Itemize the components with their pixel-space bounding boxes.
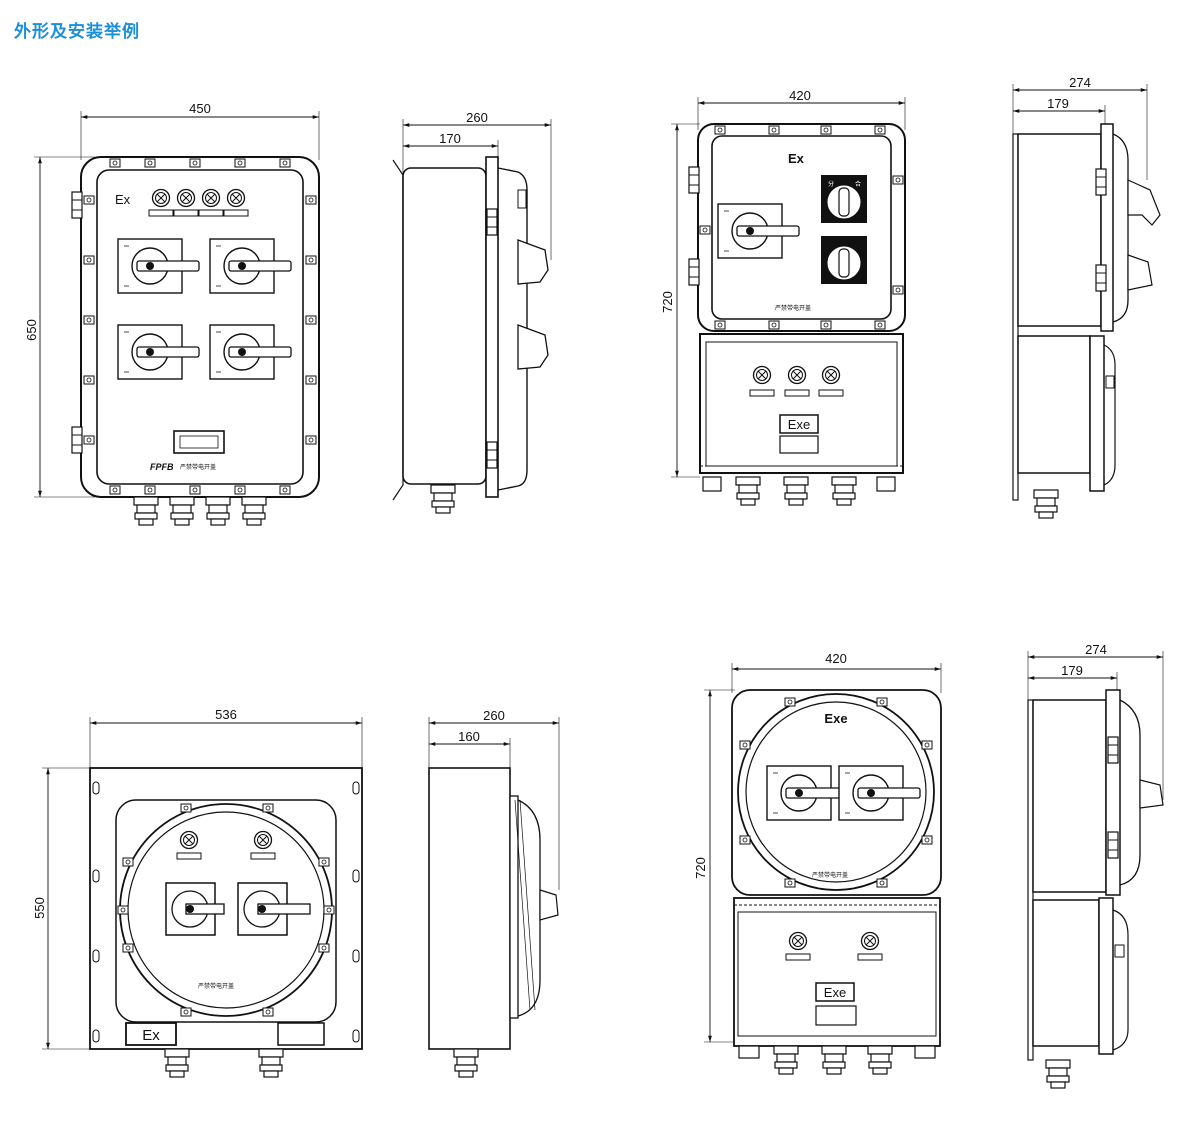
dimension-height: 720 [693, 857, 708, 879]
ex-label: Ex [788, 151, 805, 166]
exe-label: Exe [788, 417, 810, 432]
drawing-4-front: 420 720 Exe 严禁带电开盖 Exe [693, 651, 942, 1075]
dimension-width: 420 [789, 88, 811, 103]
dimension-width: 536 [215, 707, 237, 722]
drawing-3-side: 260 160 [428, 708, 560, 1078]
drawing-2-side: 274 179 [1012, 75, 1161, 519]
ex-label: Ex [115, 192, 131, 207]
drawing-2-front: 420 720 Ex 分 合 严禁带电开盖 Exe [660, 88, 906, 506]
drawing-4-side: 274 179 [1027, 642, 1164, 1089]
exe-label: Exe [824, 985, 846, 1000]
warning-label: 严禁带电开盖 [812, 871, 848, 879]
dimension-width: 420 [825, 651, 847, 666]
dimension-body-depth: 179 [1061, 663, 1083, 678]
page-title: 外形及安装举例 [14, 22, 140, 42]
dimension-height: 650 [24, 319, 39, 341]
warning-label: 严禁带电开盖 [180, 463, 216, 471]
dimension-height: 720 [660, 291, 675, 313]
dimension-total-depth: 260 [466, 110, 488, 125]
cable-glands [133, 496, 267, 526]
dimension-total-depth: 274 [1069, 75, 1091, 90]
warning-label: 严禁带电开盖 [775, 304, 811, 312]
drawing-1-side: 260 170 [392, 110, 552, 514]
brand-label: FPFB [150, 462, 174, 472]
dimension-total-depth: 260 [483, 708, 505, 723]
dimension-width: 450 [189, 101, 211, 116]
drawing-3-front: 536 550 严禁带电开盖 Ex [32, 707, 363, 1078]
switch-off-label: 分 [828, 180, 834, 188]
ex-label: Ex [142, 1027, 160, 1044]
dimension-body-depth: 179 [1047, 96, 1069, 111]
ex-label: Exe [824, 711, 847, 726]
dimension-total-depth: 274 [1085, 642, 1107, 657]
warning-label: 严禁带电开盖 [198, 982, 234, 990]
dimension-body-depth: 170 [439, 131, 461, 146]
dimension-body-depth: 160 [458, 729, 480, 744]
switch-on-label: 合 [855, 180, 861, 188]
drawing-1-front: 450 650 Ex FPFB 严禁带电开盖 [24, 101, 320, 526]
dimension-height: 550 [32, 897, 47, 919]
